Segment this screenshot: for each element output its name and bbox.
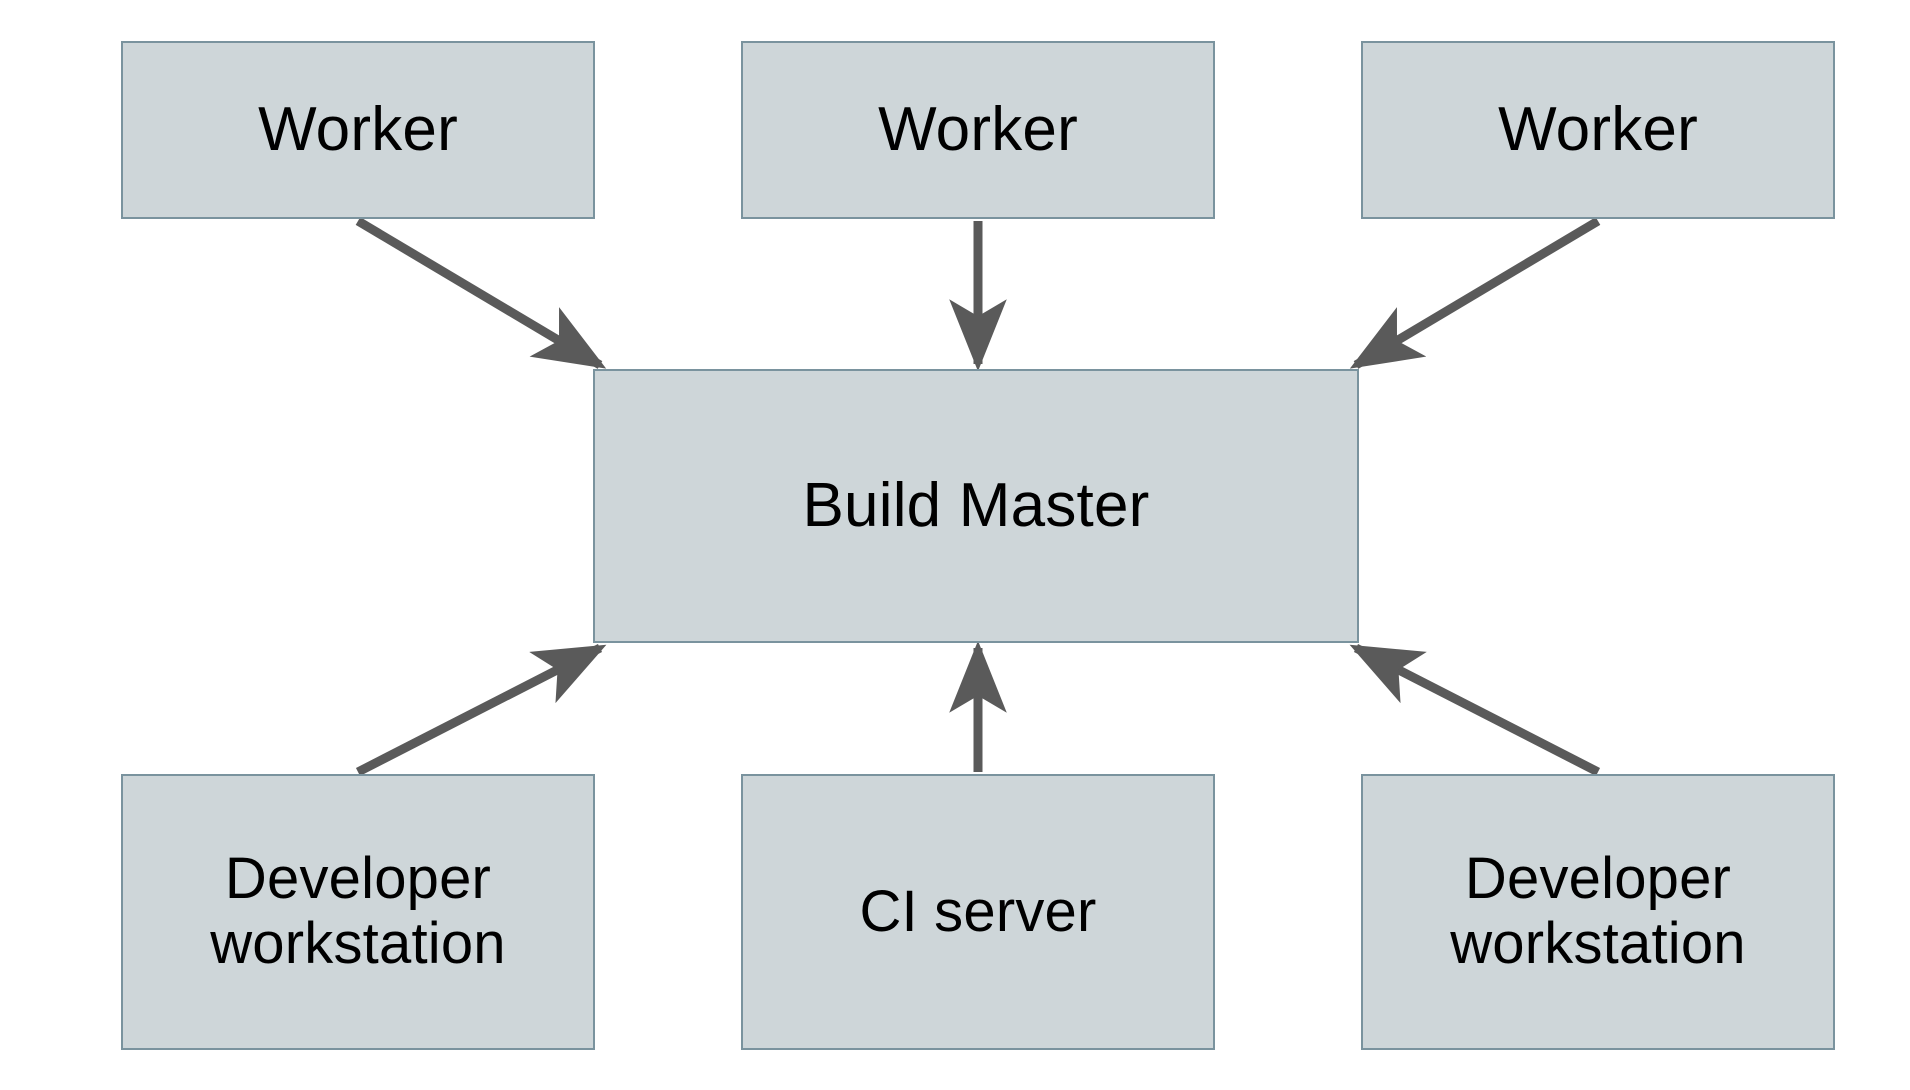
node-worker-1[interactable]: Worker (121, 41, 595, 219)
node-developer-workstation-1[interactable]: Developer workstation (121, 774, 595, 1050)
node-developer-workstation-2[interactable]: Developer workstation (1361, 774, 1835, 1050)
node-developer-workstation-1-label: Developer workstation (210, 846, 506, 976)
node-worker-3-label: Worker (1498, 95, 1698, 165)
node-build-master[interactable]: Build Master (593, 369, 1359, 643)
node-worker-1-label: Worker (258, 95, 458, 165)
node-worker-3[interactable]: Worker (1361, 41, 1835, 219)
node-ci-server[interactable]: CI server (741, 774, 1215, 1050)
edge-dev-ws-2-to-build-master (1349, 643, 1601, 777)
node-ci-server-label: CI server (859, 878, 1097, 944)
edge-worker-3-to-build-master (1349, 217, 1601, 369)
edge-dev-ws-1-to-build-master (355, 643, 607, 777)
edge-worker-1-to-build-master (355, 217, 607, 369)
node-worker-2-label: Worker (878, 95, 1078, 165)
node-worker-2[interactable]: Worker (741, 41, 1215, 219)
node-build-master-label: Build Master (802, 471, 1150, 541)
node-developer-workstation-2-label: Developer workstation (1450, 846, 1746, 976)
